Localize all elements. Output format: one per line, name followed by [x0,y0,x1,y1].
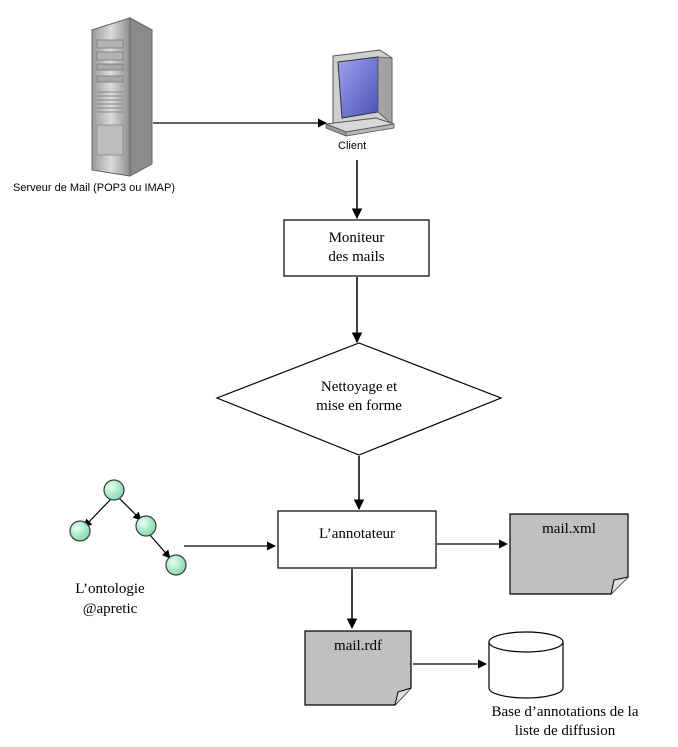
mail-rdf-fold [394,687,412,706]
database-label-line2: liste de diffusion [514,723,616,739]
monitor-label-line2: des mails [328,249,385,265]
cleanup-label-line1: Nettoyage et [320,379,398,395]
server-tower-icon [90,17,154,177]
monitor-label: Moniteur des mails [284,229,429,267]
server-label: Serveur de Mail (POP3 ou IMAP) [13,182,176,194]
database-label-line1: Base d’annotations de la [491,704,639,720]
cleanup-label-line2: mise en forme [316,398,402,414]
mail-rdf-label: mail.rdf [334,638,382,654]
cleanup-label: Nettoyage et mise en forme [259,378,459,416]
mail-xml-label: mail.xml [542,521,596,537]
ontology-label-line1: L’ontologie [75,581,145,597]
desktop-computer-icon [325,49,395,137]
annotator-box[interactable] [277,510,437,569]
mail-xml-fold [610,576,629,595]
cleanup-diamond[interactable] [215,342,503,456]
ontology-label-line2: @apretic [82,601,138,617]
ontology-tree-icon [69,479,187,576]
database-label: Base d’annotations de la liste de diffus… [452,703,678,741]
database-cylinder[interactable] [488,631,564,699]
client-label: Client [338,140,367,152]
ontology-label: L’ontologie @apretic [45,579,175,619]
annotator-label: L’annotateur [318,526,396,542]
monitor-label-line1: Moniteur [328,230,385,246]
monitor-box[interactable] [283,219,430,277]
